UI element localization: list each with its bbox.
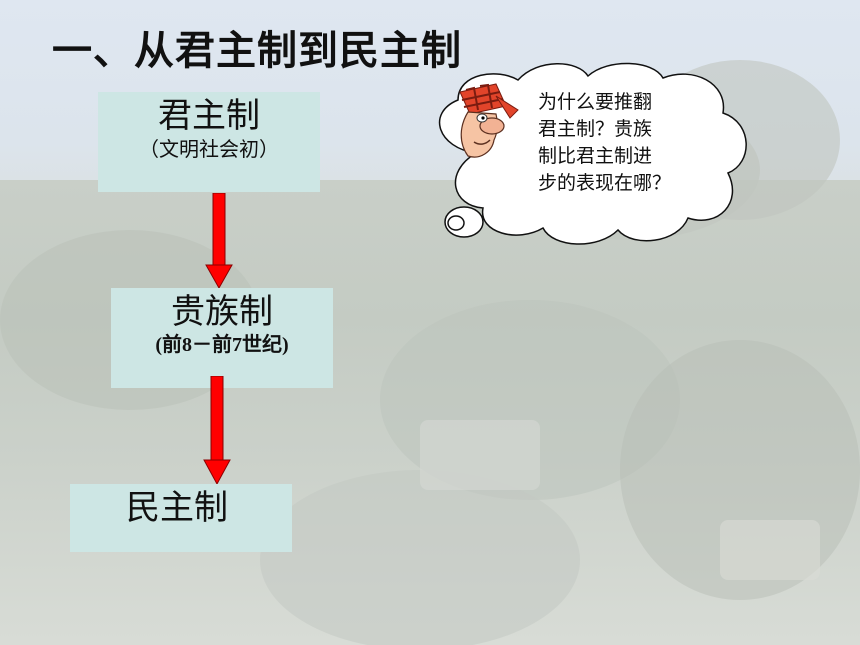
- building-shape: [720, 520, 820, 580]
- down-arrow-icon: [203, 376, 231, 486]
- thinking-character-icon: [459, 83, 519, 158]
- bubble-line: 制比君主制进: [538, 145, 653, 167]
- down-arrow-icon: [205, 193, 233, 289]
- bubble-line: 为什么要推翻: [538, 91, 653, 113]
- step-label: 民主制: [126, 488, 228, 528]
- page-title: 一、从君主制到民主制: [52, 28, 462, 74]
- flow-step-monarchy: 君主制 （文明社会初）: [98, 92, 320, 192]
- step-period: （文明社会初）: [139, 137, 279, 161]
- building-shape: [420, 420, 540, 490]
- tree-shape: [260, 470, 580, 645]
- flow-step-aristocracy: 贵族制 (前8－前7世纪): [111, 288, 333, 388]
- step-period: (前8－前7世纪): [155, 334, 289, 356]
- bubble-line: 君主制？贵族: [538, 118, 653, 140]
- flow-step-democracy: 民主制: [70, 484, 292, 552]
- step-label: 君主制: [158, 96, 260, 136]
- bubble-line: 步的表现在哪？: [538, 172, 672, 194]
- bubble-question: 为什么要推翻 君主制？贵族 制比君主制进 步的表现在哪？: [538, 89, 728, 197]
- step-label: 贵族制: [171, 292, 273, 332]
